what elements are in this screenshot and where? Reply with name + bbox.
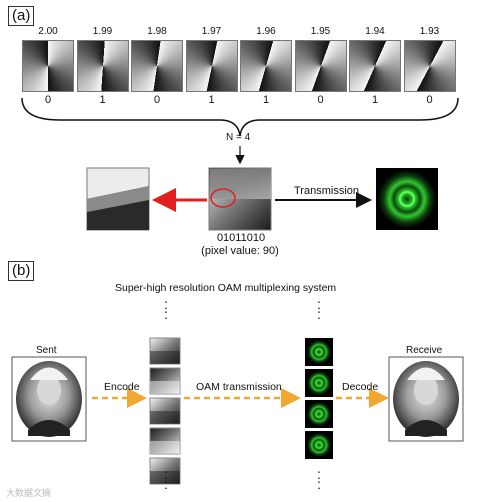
encode-tile	[149, 397, 181, 425]
phase-tile	[131, 40, 183, 92]
ellipsis-bottom-right: :	[317, 466, 321, 482]
beam-tile	[305, 369, 333, 397]
panel-b-label: (b)	[8, 261, 35, 281]
encode-tile	[149, 367, 181, 395]
encode-label: Encode	[104, 381, 140, 393]
phase-tile	[294, 40, 347, 92]
system-title: Super-high resolution OAM multiplexing s…	[115, 282, 337, 294]
oam-transmission-label: OAM transmission	[196, 381, 282, 393]
wavelength-value: 1.93	[419, 26, 440, 37]
receive-portrait	[388, 356, 464, 442]
wavelength-value: 2.00	[38, 26, 58, 37]
wavelength-value: 1.94	[365, 26, 385, 37]
wavelength-value: 1.95	[310, 26, 331, 37]
encode-tile	[149, 457, 181, 485]
phase-tile	[22, 40, 74, 92]
bit-value: 1	[208, 94, 215, 106]
bit-value: 0	[426, 94, 433, 106]
ellipsis-top-right: :	[317, 296, 321, 312]
brace	[21, 97, 459, 137]
panel-a-label: (a)	[8, 6, 35, 26]
spiral-phase-plate	[208, 167, 272, 231]
beam-tile	[305, 400, 333, 428]
code-label: 01011010	[216, 232, 266, 244]
oam-beam-image	[376, 168, 438, 230]
phase-tile	[185, 40, 238, 92]
phase-tile	[349, 40, 401, 92]
decode-label: Decode	[342, 381, 379, 393]
transmission-label: Transmission	[294, 185, 359, 197]
n-label: N = 4	[226, 132, 251, 143]
ellipsis-top-left: :	[164, 296, 168, 312]
bit-value: 1	[262, 94, 270, 106]
ellipsis-bottom-left: :	[164, 466, 168, 482]
phase-tile	[76, 40, 129, 92]
wavelength-value: 1.97	[201, 26, 222, 37]
phase-tile	[240, 40, 292, 92]
watermark: 大数据文摘	[6, 488, 52, 498]
receive-label: Receive	[406, 345, 443, 356]
bit-value: 0	[44, 94, 52, 106]
sent-label: Sent	[36, 345, 57, 356]
encode-tile	[149, 337, 181, 365]
ellipsis-bottom-right-2: :	[317, 476, 321, 492]
beam-tile	[305, 431, 333, 459]
wavelength-value: 1.98	[147, 26, 167, 37]
bit-value: 0	[153, 94, 161, 106]
wavelength-value: 1.96	[256, 26, 276, 37]
encode-tile	[149, 427, 181, 455]
phase-result-image	[86, 167, 150, 231]
bit-value: 1	[99, 94, 106, 106]
encode-tile-column	[149, 337, 181, 485]
beam-tile	[305, 338, 333, 366]
ellipsis-top-right-2: :	[317, 306, 321, 322]
ellipsis-bottom-left-2: :	[164, 476, 168, 492]
bit-value: 1	[371, 94, 379, 106]
sent-portrait	[11, 356, 87, 442]
pixel-value-label: (pixel value: 90)	[201, 245, 279, 257]
wavelength-value: 1.99	[92, 26, 113, 37]
phase-tile	[403, 40, 456, 92]
bit-value: 0	[317, 94, 324, 106]
ellipsis-top-left-2: :	[164, 306, 168, 322]
beam-tile-column	[305, 338, 333, 459]
